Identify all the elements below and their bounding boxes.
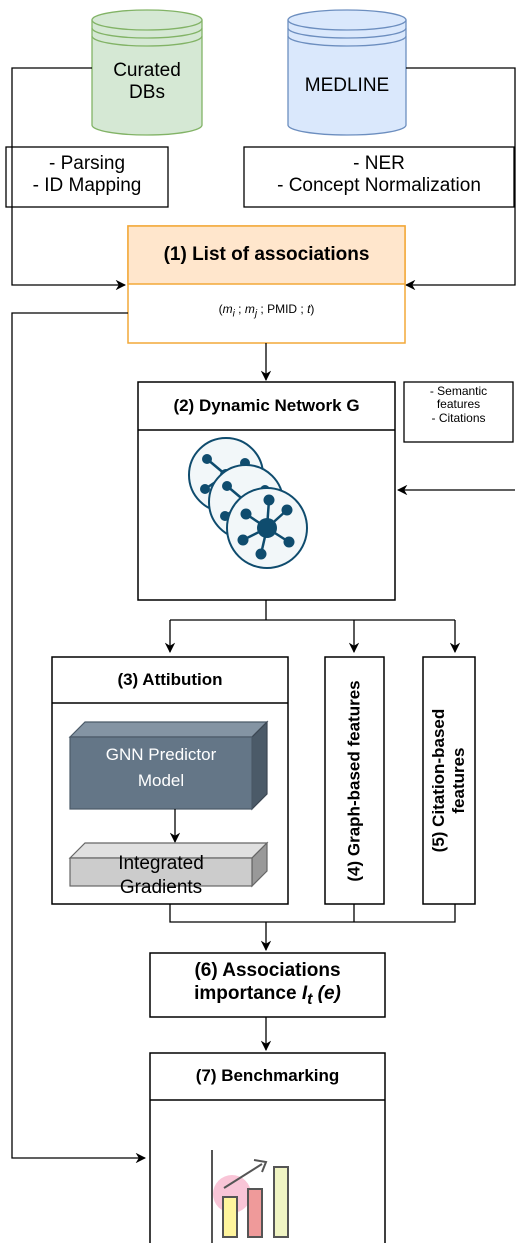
curated-to-associations-arrow [11,67,127,291]
importance-argument: (e) [312,982,341,1004]
citation-features-line1: (5) Citation-based [429,708,449,853]
network-title: (2) Dynamic Network G [173,396,360,415]
medline-step-normalization: - Concept Normalization [277,174,481,196]
ig-line2: Gradients [119,876,203,898]
ig-line1: Integrated [118,853,204,874]
importance-symbol: I [301,982,308,1004]
curated-steps: - Parsing - ID Mapping [6,153,168,197]
ig-label: Integrated Gradients [70,852,252,900]
gnn-predictor-block [68,720,269,811]
curated-dbs-label: Curated DBs [92,60,202,104]
side-note-features: features [436,397,481,412]
importance-label: (6) Associations importance It (e) [150,960,385,1010]
associations-to-benchmarking-arrow [11,312,147,1164]
side-note-semantic: - Semantic [429,384,488,398]
formula-t: t [307,302,311,316]
medline-label: MEDLINE [304,75,390,96]
network-side-note-box [403,381,514,443]
curated-processing-box [5,146,169,208]
importance-box [149,952,386,1018]
medline-steps: - NER - Concept Normalization [244,153,514,197]
network-to-branches-arrows [164,600,461,654]
importance-line2: importance It (e) [150,983,385,1010]
citation-features-label: (5) Citation-based features [429,709,468,853]
benchmarking-title: (7) Benchmarking [195,1066,340,1085]
network-side-note: - Semantic features - Citations [404,384,513,425]
associations-box [127,225,406,344]
gnn-model-line1: GNN Predictor [105,745,217,764]
citation-features-line2: features [449,747,468,814]
associations-title: (1) List of associations [163,244,370,265]
curated-line1: Curated [113,60,181,81]
formula-m-i: m [222,302,233,316]
curated-step-id-mapping: - ID Mapping [32,174,142,196]
integrated-gradients-block [68,841,269,888]
graph-features-label-wrap: (4) Graph-based features [325,657,384,904]
medline-processing-box [243,146,515,208]
network-icon [188,437,308,569]
medline-step-ner: - NER [353,153,405,174]
network-card-3 [226,487,308,569]
benchmarking-box [149,1052,386,1243]
medline-cylinder [287,9,407,136]
gnn-model-label: GNN Predictor Model [70,742,252,795]
gnn-model-line2: Model [137,771,185,791]
side-note-citations: - Citations [431,410,486,425]
attribution-title: (3) Attibution [117,670,223,689]
citation-features-label-wrap: (5) Citation-based features [423,657,475,904]
importance-word: importance [194,982,302,1004]
citation-features-box [422,656,476,905]
formula-sub-i: i [232,308,235,320]
association-formula: (mi ; mj ; PMID ; t) [218,302,315,320]
curated-dbs-cylinder [91,9,203,136]
formula-pmid: PMID [267,302,298,316]
importance-line1: (6) Associations [194,960,341,981]
curated-line2: DBs [129,81,165,103]
graph-features-box [324,656,385,905]
importance-subscript: t [307,990,313,1008]
bar-chart-icon [211,1150,289,1243]
graph-features-label: (4) Graph-based features [344,679,364,882]
formula-sub-j: j [254,308,258,320]
branches-to-importance-arrows [169,904,456,952]
curated-step-parsing: - Parsing [48,153,126,174]
medline-to-associations-arrow [404,67,516,291]
formula-m-j: m [244,302,255,316]
